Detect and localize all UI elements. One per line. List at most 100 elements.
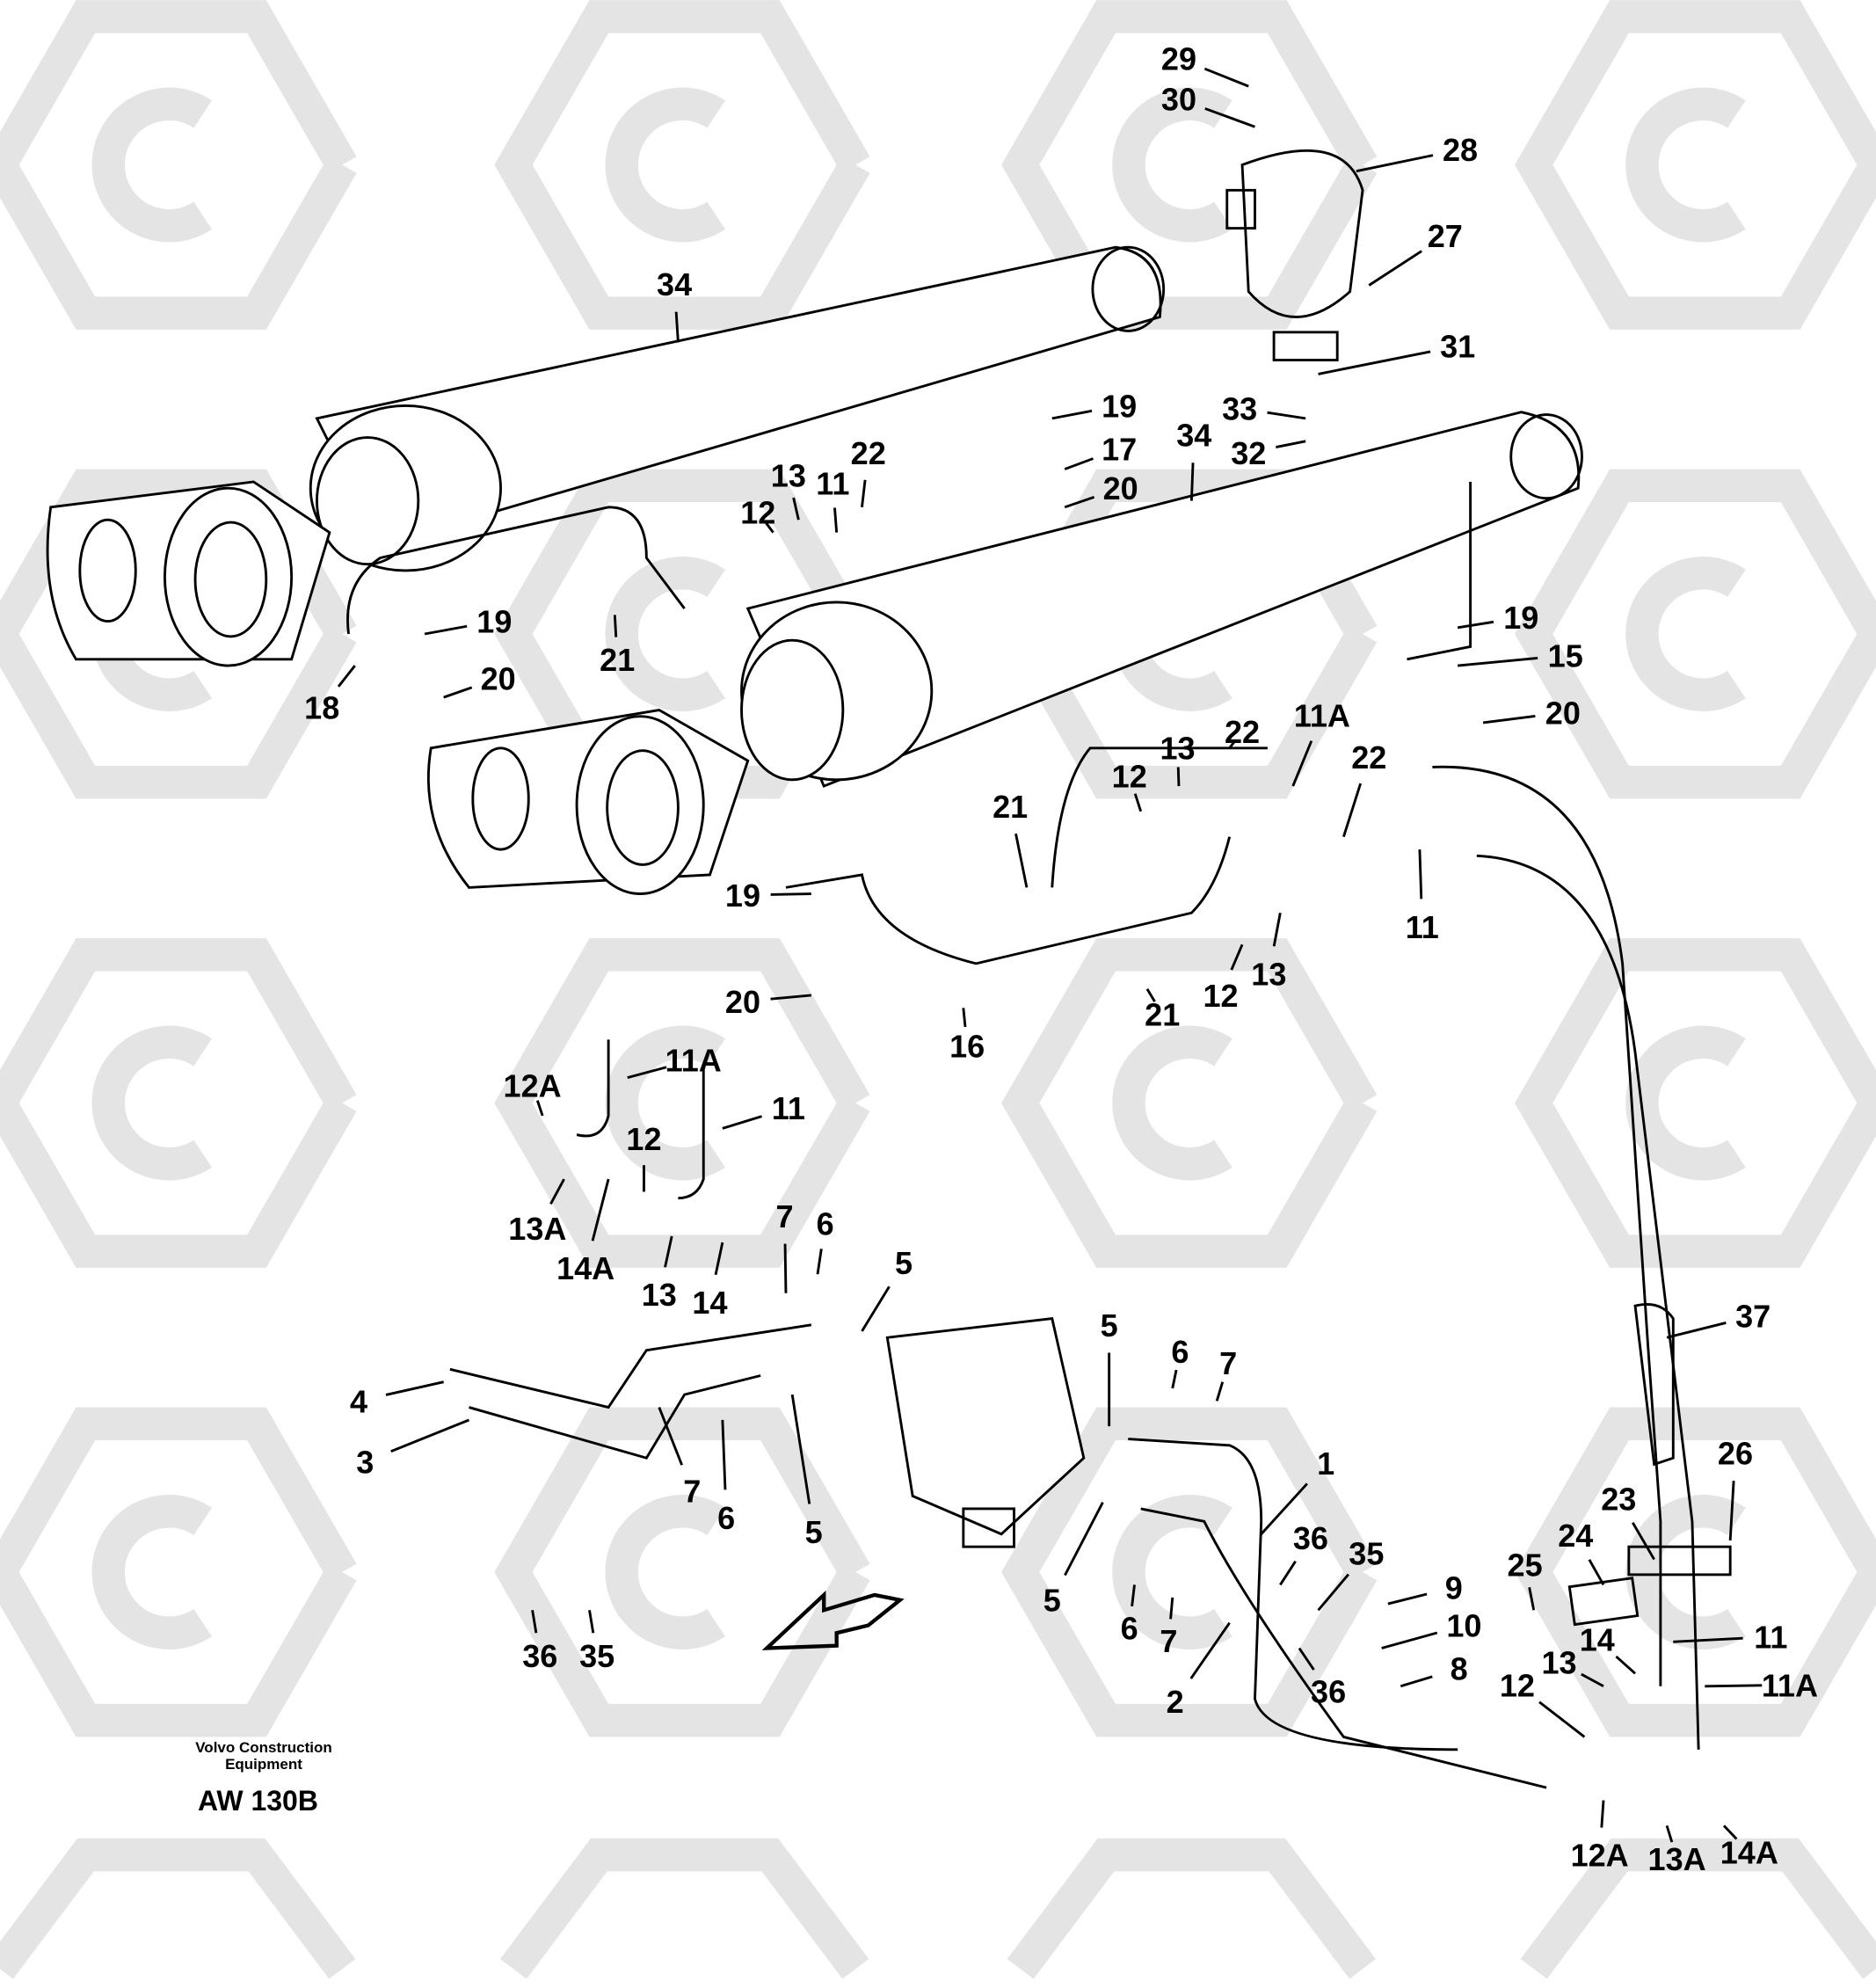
leader-line bbox=[1722, 1824, 1738, 1840]
callout-label: 28 bbox=[1443, 132, 1478, 168]
callout-label: 8 bbox=[1451, 1651, 1468, 1687]
callout-label: 11 bbox=[772, 1090, 805, 1126]
leader-line bbox=[1189, 462, 1195, 501]
leader-line bbox=[1600, 1800, 1605, 1828]
leader-line bbox=[337, 665, 356, 688]
callout-label: 36 bbox=[1311, 1674, 1346, 1710]
leader-line bbox=[1051, 409, 1093, 420]
watermark-logo bbox=[494, 0, 870, 330]
callout-label: 21 bbox=[1145, 997, 1180, 1033]
leader-line bbox=[1588, 1559, 1605, 1586]
callout-label: 11 bbox=[1406, 909, 1439, 945]
leader-line bbox=[591, 1178, 610, 1242]
callout-label: 13 bbox=[1251, 956, 1286, 992]
watermark-logo bbox=[0, 938, 357, 1268]
callout-label: 14A bbox=[556, 1250, 614, 1286]
leader-line bbox=[390, 1418, 470, 1453]
callout-label: 21 bbox=[993, 789, 1028, 825]
watermark-logo bbox=[1001, 938, 1378, 1268]
callout-label: 6 bbox=[1121, 1610, 1138, 1646]
leader-line bbox=[816, 1249, 823, 1275]
brand-text: Volvo Construction Equipment bbox=[180, 1739, 347, 1773]
watermark-logo bbox=[0, 1407, 357, 1737]
callout-label: 22 bbox=[1351, 739, 1386, 776]
leader-line bbox=[1260, 1482, 1308, 1535]
watermark-logo bbox=[0, 1838, 356, 1979]
leader-line bbox=[861, 479, 867, 507]
leader-line bbox=[721, 1419, 727, 1490]
leader-line bbox=[1538, 1700, 1586, 1738]
callout-label: 29 bbox=[1161, 40, 1196, 76]
callout-label: 15 bbox=[1548, 637, 1583, 674]
leader-line bbox=[1356, 154, 1434, 173]
leader-line bbox=[833, 507, 839, 533]
watermark-logo bbox=[494, 1407, 870, 1737]
watermark-logo bbox=[0, 0, 357, 330]
callout-label: 26 bbox=[1718, 1435, 1753, 1471]
leader-line bbox=[535, 1100, 544, 1117]
callout-label: 11A bbox=[1762, 1667, 1818, 1703]
leader-line bbox=[714, 1242, 724, 1276]
watermark-logo bbox=[1520, 1838, 1876, 1979]
leader-line bbox=[1581, 1672, 1604, 1688]
callout-label: 32 bbox=[1231, 435, 1266, 471]
callout-label: 16 bbox=[949, 1029, 985, 1065]
leader-line bbox=[1169, 1597, 1174, 1620]
leader-line bbox=[531, 1610, 538, 1634]
callout-label: 31 bbox=[1440, 329, 1475, 365]
watermark-logo bbox=[494, 938, 870, 1268]
callout-label: 2 bbox=[1167, 1684, 1184, 1720]
leader-line bbox=[1133, 793, 1143, 812]
callout-label: 1 bbox=[1317, 1445, 1334, 1482]
leader-line bbox=[1064, 496, 1095, 509]
callout-label: 7 bbox=[1160, 1623, 1177, 1659]
brand-line-1: Volvo Construction bbox=[195, 1739, 332, 1756]
leader-line bbox=[1728, 1481, 1735, 1541]
leader-line bbox=[613, 615, 618, 637]
callout-label: 20 bbox=[481, 660, 516, 696]
leader-line bbox=[1368, 250, 1422, 287]
callout-label: 5 bbox=[1101, 1307, 1118, 1344]
leader-line bbox=[764, 521, 774, 534]
leader-line bbox=[1615, 1655, 1637, 1675]
callout-label: 36 bbox=[1293, 1520, 1328, 1556]
hydraulic-pipes bbox=[346, 481, 1700, 1789]
callout-label: 14 bbox=[1580, 1621, 1615, 1657]
callout-label: 19 bbox=[725, 877, 760, 914]
callout-label: 7 bbox=[683, 1474, 701, 1510]
leader-line bbox=[770, 994, 811, 1001]
callout-label: 13 bbox=[642, 1277, 677, 1313]
callout-label: 30 bbox=[1161, 82, 1196, 118]
callout-label: 13 bbox=[771, 458, 806, 494]
leader-line bbox=[1400, 1675, 1433, 1688]
leader-line bbox=[1215, 1381, 1225, 1402]
callout-label: 6 bbox=[717, 1500, 735, 1536]
watermark-logo bbox=[1001, 1407, 1378, 1737]
callout-label: 14A bbox=[1720, 1835, 1778, 1871]
leader-line bbox=[1632, 1522, 1655, 1561]
callout-label: 4 bbox=[350, 1383, 367, 1419]
leader-line bbox=[1458, 657, 1538, 667]
leader-line bbox=[1381, 1631, 1438, 1649]
leader-line bbox=[1176, 767, 1181, 787]
leader-line bbox=[1204, 107, 1255, 128]
callout-label: 12 bbox=[740, 495, 775, 531]
leader-line bbox=[424, 624, 468, 636]
leader-line bbox=[722, 1115, 762, 1130]
callout-label: 17 bbox=[1102, 431, 1137, 467]
watermark-logo bbox=[499, 1838, 869, 1979]
watermark-logo bbox=[494, 469, 870, 799]
leader-line bbox=[674, 311, 680, 343]
callout-label: 13 bbox=[1541, 1644, 1576, 1680]
callout-label: 11A bbox=[665, 1042, 722, 1078]
control-valve bbox=[885, 1317, 1086, 1548]
leader-line bbox=[1418, 849, 1423, 899]
leader-line bbox=[792, 497, 800, 521]
forward-direction-arrow bbox=[761, 1590, 905, 1650]
leader-line bbox=[1665, 1824, 1674, 1843]
leader-line bbox=[1528, 1587, 1536, 1611]
callout-label: 27 bbox=[1428, 218, 1463, 254]
brand-line-2: Equipment bbox=[225, 1756, 302, 1773]
leader-line bbox=[1317, 1573, 1349, 1612]
leader-line bbox=[1171, 1369, 1178, 1389]
